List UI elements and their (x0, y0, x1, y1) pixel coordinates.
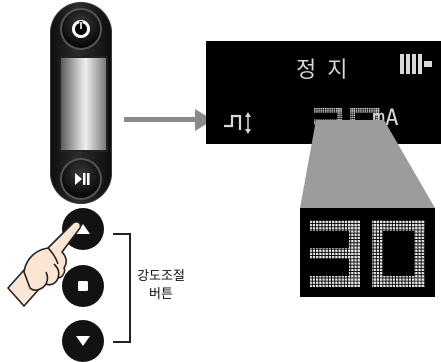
zoomed-value-digits (310, 220, 425, 287)
play-pause-button[interactable] (62, 160, 100, 198)
intensity-stop-button[interactable] (62, 265, 104, 307)
pointer-arrow-shaft (124, 117, 196, 122)
pulse-waveform-icon (224, 112, 264, 138)
stop-icon (78, 281, 88, 291)
down-arrow-icon (76, 336, 90, 346)
intensity-down-button[interactable] (62, 320, 104, 362)
button-group-label-line1: 강도조절 (137, 269, 185, 284)
pointing-hand-icon (7, 221, 82, 307)
battery-level-icon (400, 54, 432, 78)
up-arrow-icon (76, 224, 90, 234)
play-pause-icon (75, 173, 90, 185)
lcd-status-text: 정 지 (296, 58, 350, 83)
button-group-label: 강도조절 버튼 (136, 268, 186, 304)
button-group-bracket (113, 233, 131, 343)
power-button[interactable] (62, 10, 100, 48)
device-display-window (59, 56, 108, 152)
button-group-label-line2: 버튼 (149, 287, 173, 302)
zoomed-digits-panel (300, 208, 435, 297)
power-icon (72, 20, 90, 38)
zoom-cone (300, 120, 435, 208)
